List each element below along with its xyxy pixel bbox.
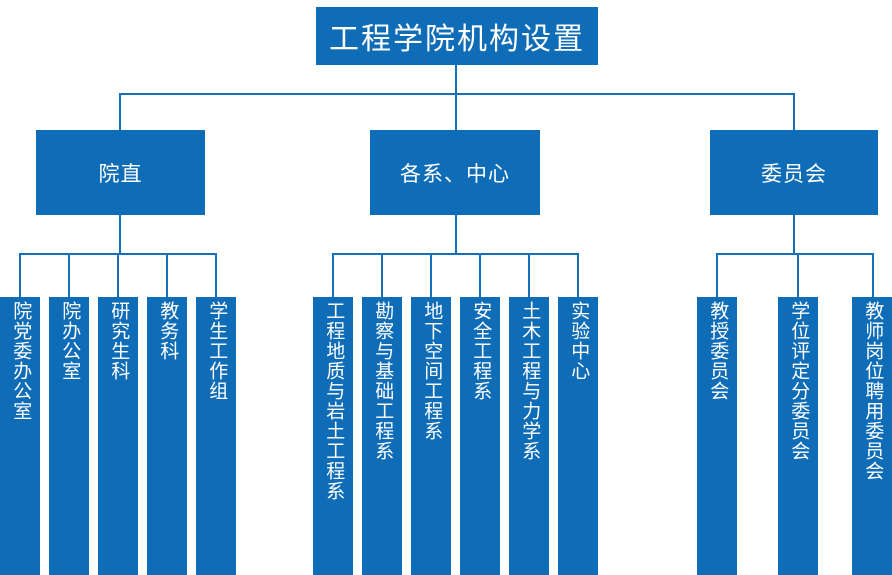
leaf-node[interactable]: 教师岗位聘用委员会 — [852, 297, 892, 575]
leaf-label: 学位评定分委员会 — [788, 301, 810, 461]
connector-level2-bus — [119, 93, 795, 95]
leaf-node[interactable]: 学位评定分委员会 — [778, 297, 818, 575]
leaf-node[interactable]: 地下空间工程系 — [411, 297, 451, 575]
connector-branch-1-leaf-1 — [19, 253, 21, 297]
branch-node-xizhongxin[interactable]: 各系、中心 — [370, 130, 540, 215]
leaf-label: 研究生科 — [108, 301, 130, 381]
branch-label: 院直 — [98, 162, 143, 186]
connector-to-branch-3 — [793, 93, 795, 130]
connector-branch-2-bus — [332, 253, 578, 255]
connector-branch-2-leaf-3 — [430, 253, 432, 297]
leaf-label: 教师岗位聘用委员会 — [862, 301, 884, 481]
connector-branch-3-leaf-3 — [872, 253, 874, 297]
connector-branch-1-leaf-4 — [166, 253, 168, 297]
connector-root-stem — [455, 65, 457, 93]
connector-branch-3-bus — [716, 253, 874, 255]
chart-title-label: 工程学院机构设置 — [329, 23, 585, 56]
leaf-label: 安全工程系 — [470, 301, 492, 401]
connector-to-branch-2 — [455, 93, 457, 130]
connector-branch-1-leaf-3 — [117, 253, 119, 297]
connector-branch-2-leaf-6 — [577, 253, 579, 297]
leaf-node[interactable]: 土木工程与力学系 — [509, 297, 549, 575]
leaf-node[interactable]: 院党委办公室 — [0, 297, 40, 575]
connector-branch-3-stem — [793, 215, 795, 253]
leaf-label: 教务科 — [157, 301, 179, 361]
chart-title-node: 工程学院机构设置 — [316, 7, 598, 65]
leaf-label: 院党委办公室 — [10, 301, 32, 421]
connector-branch-2-leaf-1 — [332, 253, 334, 297]
leaf-label: 工程地质与岩土工程系 — [323, 301, 345, 501]
connector-branch-2-leaf-4 — [479, 253, 481, 297]
leaf-label: 教授委员会 — [707, 301, 729, 401]
connector-branch-1-leaf-2 — [68, 253, 70, 297]
leaf-node[interactable]: 院办公室 — [49, 297, 89, 575]
leaf-node[interactable]: 研究生科 — [98, 297, 138, 575]
connector-branch-2-leaf-2 — [381, 253, 383, 297]
leaf-node[interactable]: 工程地质与岩土工程系 — [313, 297, 353, 575]
leaf-label: 土木工程与力学系 — [519, 301, 541, 461]
leaf-label: 实验中心 — [568, 301, 590, 381]
branch-node-weiyuanhui[interactable]: 委员会 — [710, 130, 878, 215]
leaf-node[interactable]: 安全工程系 — [460, 297, 500, 575]
leaf-label: 勘察与基础工程系 — [372, 301, 394, 461]
branch-label: 委员会 — [761, 162, 827, 186]
connector-to-branch-1 — [119, 93, 121, 130]
connector-branch-2-leaf-5 — [528, 253, 530, 297]
leaf-node[interactable]: 实验中心 — [558, 297, 598, 575]
branch-label: 各系、中心 — [400, 162, 510, 186]
leaf-label: 院办公室 — [59, 301, 81, 381]
branch-node-yuanzhi[interactable]: 院直 — [36, 130, 205, 215]
connector-branch-2-stem — [455, 215, 457, 253]
leaf-label: 学生工作组 — [206, 301, 228, 401]
leaf-node[interactable]: 教务科 — [147, 297, 187, 575]
connector-branch-1-leaf-5 — [215, 253, 217, 297]
leaf-node[interactable]: 勘察与基础工程系 — [362, 297, 402, 575]
leaf-node[interactable]: 学生工作组 — [196, 297, 236, 575]
leaf-label: 地下空间工程系 — [421, 301, 443, 441]
connector-branch-3-leaf-1 — [716, 253, 718, 297]
connector-branch-3-leaf-2 — [797, 253, 799, 297]
leaf-node[interactable]: 教授委员会 — [697, 297, 737, 575]
connector-branch-1-stem — [119, 215, 121, 253]
